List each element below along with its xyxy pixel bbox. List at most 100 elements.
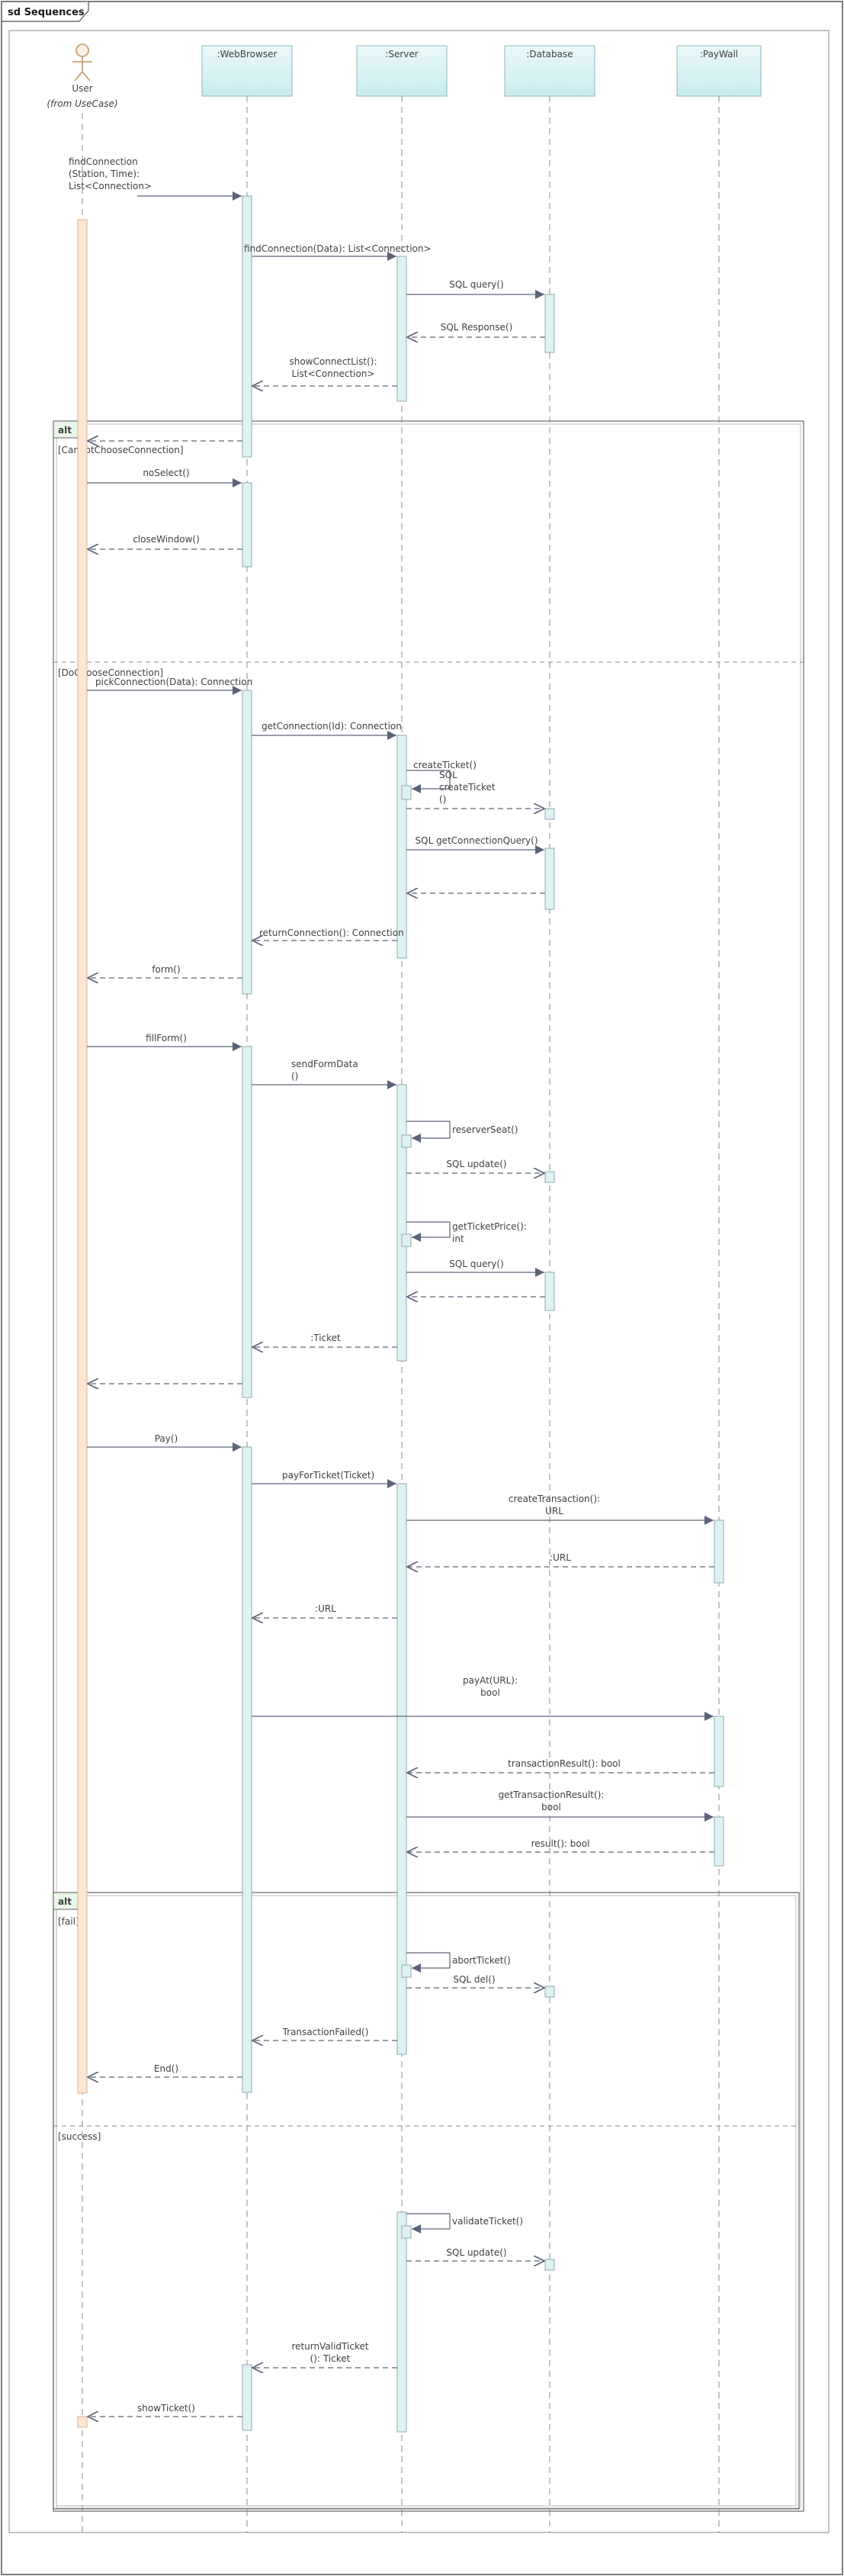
message-label-m30: :URL	[315, 1603, 336, 1614]
message-label-m2: findConnection(Data): List<Connection>	[244, 243, 432, 254]
message-label-m12: ()	[439, 794, 446, 805]
message-label-m16: form()	[152, 964, 180, 975]
fragment-alt-1: alt [CannotChooseConnection] [DoChooseCo…	[53, 420, 804, 2512]
activation-webbrowser-6	[242, 2364, 252, 2431]
message-label-m36: SQL del()	[453, 1974, 495, 1985]
message-label-m15: returnConnection(): Connection	[259, 928, 404, 938]
activation-user-main	[77, 219, 88, 2094]
activation-server-2-self	[401, 785, 412, 800]
message-label-m1: findConnection	[69, 156, 138, 167]
lifeline-head-webbrowser: :WebBrowser	[201, 45, 293, 97]
message-label-m27: payForTicket(Ticket)	[282, 1470, 374, 1481]
activation-server-1	[396, 256, 407, 402]
activation-paywall-3	[714, 1816, 724, 1867]
activation-server-3-self-a	[401, 1134, 412, 1148]
messages: findConnection (Station, Time): List<Conne…	[69, 156, 714, 2417]
message-label-m39: validateTicket()	[452, 2216, 523, 2227]
message-label-m12: createTicket	[439, 782, 496, 793]
actor-user	[72, 43, 92, 82]
fragment-alt-1-guard-1: [CannotChooseConnection]	[58, 445, 184, 455]
message-label-m21: getTicketPrice():	[452, 1221, 527, 1232]
activation-webbrowser-5	[242, 1446, 252, 2093]
activation-server-3	[396, 1084, 407, 1362]
activation-user-showticket	[77, 2416, 88, 2428]
activation-server-5-self	[401, 2225, 412, 2239]
message-label-m31: bool	[480, 1687, 500, 1698]
activation-database-4	[544, 1171, 555, 1183]
self-message-m19	[406, 1121, 451, 1143]
fragment-alt-2-guard-2: [success]	[58, 2131, 101, 2142]
message-label-m34: result(): bool	[531, 1838, 590, 1849]
lifeline-label-database: :Database	[526, 49, 573, 59]
message-label-m37: TransactionFailed()	[282, 2027, 369, 2037]
message-label-m3: SQL query()	[449, 279, 504, 290]
diagram-frame-tab	[2, 2, 89, 22]
message-label-m28: createTransaction():	[509, 1494, 600, 1504]
fragment-alt-2-guard-1: [fail]	[58, 1916, 79, 1927]
frame-title: sd Sequences	[8, 7, 85, 18]
message-label-m33: getTransactionResult():	[499, 1790, 605, 1800]
message-label-m10: getConnection(Id): Connection	[262, 721, 402, 732]
activation-server-5	[396, 2211, 407, 2433]
activation-webbrowser-3	[242, 690, 252, 995]
message-label-m9: pickConnection(Data): Connection	[95, 677, 252, 687]
activation-server-4-self	[401, 1964, 412, 1978]
message-label-m19: reserverSeat()	[452, 1124, 518, 1135]
message-label-m40: SQL update()	[446, 2247, 506, 2258]
message-label-m28: URL	[545, 1506, 563, 1516]
message-label-m8: closeWindow()	[133, 534, 200, 545]
lifeline-label-server: :Server	[385, 49, 418, 59]
activation-webbrowser-1	[242, 195, 252, 458]
message-label-m41: returnValidTicket	[291, 2341, 368, 2352]
message-label-m18: sendFormData	[291, 1059, 358, 1069]
activation-database-7	[544, 2259, 555, 2271]
activation-database-2	[544, 808, 555, 820]
self-message-m11	[406, 770, 451, 793]
activation-paywall-1	[714, 1520, 724, 1584]
message-label-m33: bool	[541, 1802, 561, 1812]
message-label-m13: SQL getConnectionQuery()	[416, 835, 538, 846]
activation-server-3-self-b	[401, 1233, 412, 1247]
activation-database-6	[544, 1986, 555, 1998]
message-label-m12: SQL	[439, 770, 457, 780]
activation-server-2	[396, 735, 407, 959]
message-label-m17: fillForm()	[146, 1033, 187, 1044]
activation-webbrowser-4	[242, 1046, 252, 1398]
self-message-m39	[406, 2213, 451, 2233]
activations	[77, 195, 724, 2433]
message-label-m21: int	[452, 1233, 464, 1244]
activation-database-1	[544, 294, 555, 353]
lifeline-head-paywall: :PayWall	[676, 45, 762, 97]
message-label-m24: :Ticket	[310, 1333, 341, 1343]
activation-paywall-2	[714, 1716, 724, 1787]
diagram-inner-border	[8, 30, 830, 2533]
message-label-m22: SQL query()	[449, 1259, 504, 1269]
lifeline-label-paywall: :PayWall	[700, 49, 738, 59]
activation-database-5	[544, 1272, 555, 1311]
activation-webbrowser-2	[242, 482, 252, 568]
message-label-m5: showConnectList():	[289, 356, 377, 367]
message-label-m1: (Station, Time):	[69, 169, 140, 179]
message-label-m32: transactionResult(): bool	[508, 1758, 621, 1769]
message-label-m1: List<Connection>	[69, 181, 152, 191]
message-label-m41: (): Ticket	[310, 2353, 351, 2364]
lifeline-head-database: :Database	[504, 45, 595, 97]
message-label-m26: Pay()	[155, 1433, 178, 1444]
actor-head-icon	[75, 43, 89, 57]
self-message-m35	[406, 1952, 451, 1973]
message-label-m38: End()	[154, 2063, 178, 2074]
self-message-m21	[406, 1221, 451, 1242]
actor-name: User	[72, 83, 92, 94]
message-label-m20: SQL update()	[446, 1159, 506, 1169]
message-label-m4: SQL Response()	[441, 322, 513, 333]
lifeline-head-server: :Server	[356, 45, 448, 97]
fragment-alt-2-operator: alt	[58, 1896, 72, 1907]
fragment-alt-1-operator: alt	[58, 425, 72, 436]
lifeline-label-webbrowser: :WebBrowser	[217, 49, 278, 59]
message-label-m35: abortTicket()	[452, 1955, 511, 1966]
message-label-m31: payAt(URL):	[463, 1675, 518, 1686]
message-label-m5: List<Connection>	[292, 368, 375, 379]
message-label-m29: :URL	[550, 1552, 571, 1563]
